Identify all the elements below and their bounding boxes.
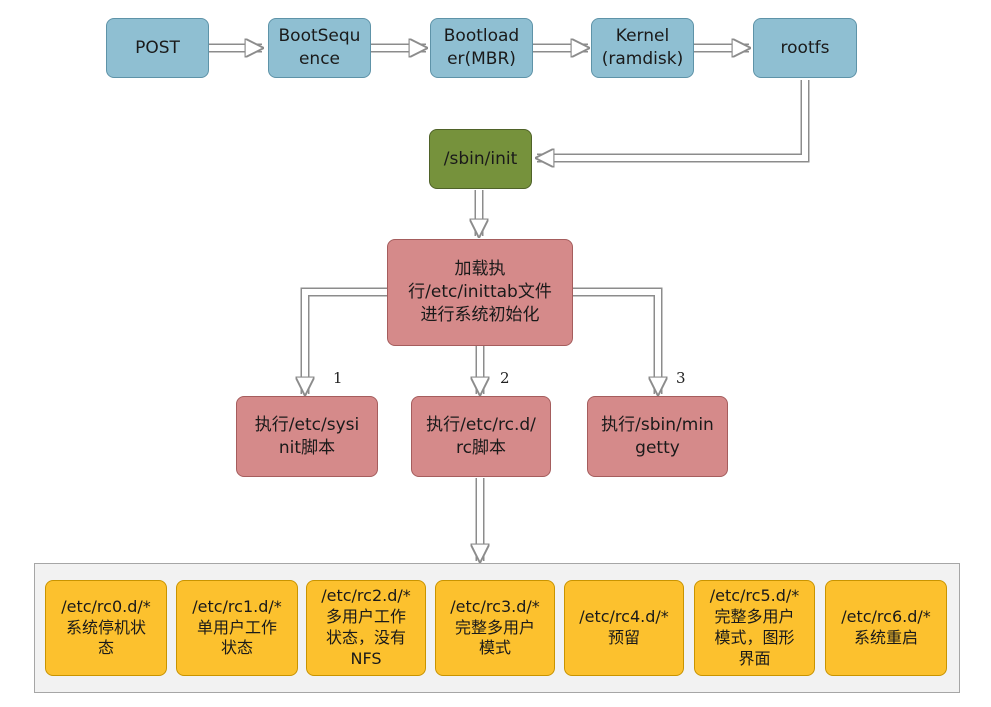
mingetty-label: 执行/sbin/min getty [601,414,714,458]
mingetty-node: 执行/sbin/min getty [587,396,728,477]
rootfs-node: rootfs [753,18,857,78]
inittab-node: 加载执 行/etc/inittab文件 进行系统初始化 [387,239,573,346]
rc-script-label: 执行/etc/rc.d/ rc脚本 [426,414,536,458]
sbin-init-node: /sbin/init [429,129,532,189]
branch-number-2: 2 [500,369,510,387]
runlevel-6-label: /etc/rc6.d/* 系统重启 [841,607,931,647]
runlevel-4-node: /etc/rc4.d/* 预留 [564,580,684,676]
runlevel-1-label: /etc/rc1.d/* 单用户工作 状态 [192,596,282,658]
sysinit-label: 执行/etc/sysi nit脚本 [254,414,360,458]
kernel-label: Kernel (ramdisk) [601,26,684,69]
runlevel-4-label: /etc/rc4.d/* 预留 [579,607,669,647]
arrow-rootfs-to-init [537,80,810,158]
post-node: POST [106,18,209,78]
arrow-inittab-to-mingetty [572,287,658,394]
boot-sequence-node: BootSequ ence [268,18,371,78]
branch-number-3: 3 [676,369,686,387]
kernel-node: Kernel (ramdisk) [591,18,694,78]
rootfs-label: rootfs [780,37,830,58]
runlevel-0-label: /etc/rc0.d/* 系统停机状 态 [61,596,151,658]
sbin-init-label: /sbin/init [443,148,518,169]
branch-number-1: 1 [333,369,343,387]
sysinit-node: 执行/etc/sysi nit脚本 [236,396,378,477]
runlevel-3-node: /etc/rc3.d/* 完整多用户 模式 [435,580,555,676]
runlevel-0-node: /etc/rc0.d/* 系统停机状 态 [45,580,167,676]
runlevel-3-label: /etc/rc3.d/* 完整多用户 模式 [450,596,540,658]
inittab-label: 加载执 行/etc/inittab文件 进行系统初始化 [408,259,552,325]
post-label: POST [135,37,180,58]
bootloader-label: Bootload er(MBR) [443,26,520,69]
arrow-inittab-to-sysinit [305,287,387,394]
runlevel-1-node: /etc/rc1.d/* 单用户工作 状态 [176,580,298,676]
runlevel-6-node: /etc/rc6.d/* 系统重启 [825,580,947,676]
rc-script-node: 执行/etc/rc.d/ rc脚本 [411,396,551,477]
runlevel-5-label: /etc/rc5.d/* 完整多用户 模式，图形 界面 [709,586,800,668]
bootloader-node: Bootload er(MBR) [430,18,533,78]
runlevel-2-label: /etc/rc2.d/* 多用户工作 状态，没有 NFS [321,586,411,668]
runlevel-5-node: /etc/rc5.d/* 完整多用户 模式，图形 界面 [694,580,815,676]
boot-sequence-label: BootSequ ence [278,26,361,69]
runlevel-2-node: /etc/rc2.d/* 多用户工作 状态，没有 NFS [306,580,426,676]
